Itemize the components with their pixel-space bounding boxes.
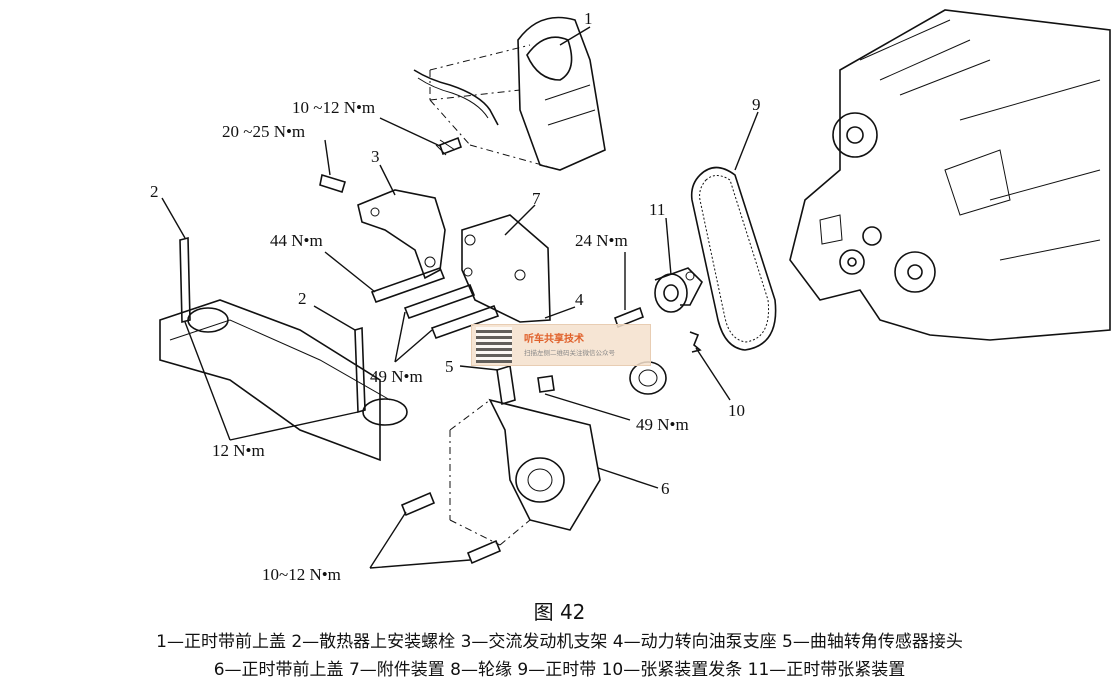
torque-label-49-left: 49 N•m <box>370 367 423 386</box>
watermark-subtitle: 扫描左侧二维码关注微信公众号 <box>524 349 615 357</box>
watermark-title: 听车共享技术 <box>524 334 584 345</box>
label-part-2-upper: 2 <box>150 182 159 201</box>
qr-code-icon <box>476 327 512 363</box>
label-part-11: 11 <box>649 200 665 219</box>
torque-label-20-25: 20 ~25 N•m <box>222 122 305 141</box>
label-part-4: 4 <box>575 290 584 309</box>
torque-label-12: 12 N•m <box>212 441 265 460</box>
label-part-6: 6 <box>661 479 670 498</box>
timing-belt-tensioner <box>654 267 703 313</box>
torque-label-10-12-bottom: 10~12 N•m <box>262 565 341 584</box>
legend-line-2: 6—正时带前上盖 7—附件装置 8—轮缘 9—正时带 10—张紧装置发条 11—… <box>213 660 906 680</box>
leader-lines <box>161 26 759 569</box>
torque-label-24: 24 N•m <box>575 231 628 250</box>
label-part-10: 10 <box>728 401 745 420</box>
lower-timing-cover <box>449 398 601 546</box>
legend-line-1: 1—正时带前上盖 2—散热器上安装螺栓 3—交流发动机支架 4—动力转向油泵支座… <box>156 632 963 652</box>
accessory-unit <box>461 214 551 323</box>
label-part-5: 5 <box>445 357 454 376</box>
label-part-7: 7 <box>532 189 541 208</box>
torque-label-49-right: 49 N•m <box>636 415 689 434</box>
figure-title: 图 42 <box>533 600 586 624</box>
crank-sensor-connector <box>496 364 555 406</box>
label-part-3: 3 <box>371 147 380 166</box>
radiator-mount <box>159 236 408 462</box>
exploded-assembly-diagram: 1 2 2 3 4 5 6 7 9 10 11 10 ~12 N•m 20 ~2… <box>150 9 1111 584</box>
watermark-banner: 听车共享技术 扫描左侧二维码关注微信公众号 <box>471 324 651 366</box>
label-part-9: 9 <box>752 95 761 114</box>
label-part-2-lower: 2 <box>298 289 307 308</box>
torque-label-10-12-top: 10 ~12 N•m <box>292 98 375 117</box>
torque-label-44: 44 N•m <box>270 231 323 250</box>
engine-block <box>789 9 1111 341</box>
flange <box>629 361 667 395</box>
sensor-harness <box>413 69 499 156</box>
timing-belt <box>690 166 777 351</box>
upper-timing-cover <box>429 16 606 171</box>
alternator-bracket <box>319 173 446 280</box>
bracket-bolts <box>370 266 500 340</box>
tensioner-spring <box>689 331 702 353</box>
label-part-1: 1 <box>584 9 593 28</box>
